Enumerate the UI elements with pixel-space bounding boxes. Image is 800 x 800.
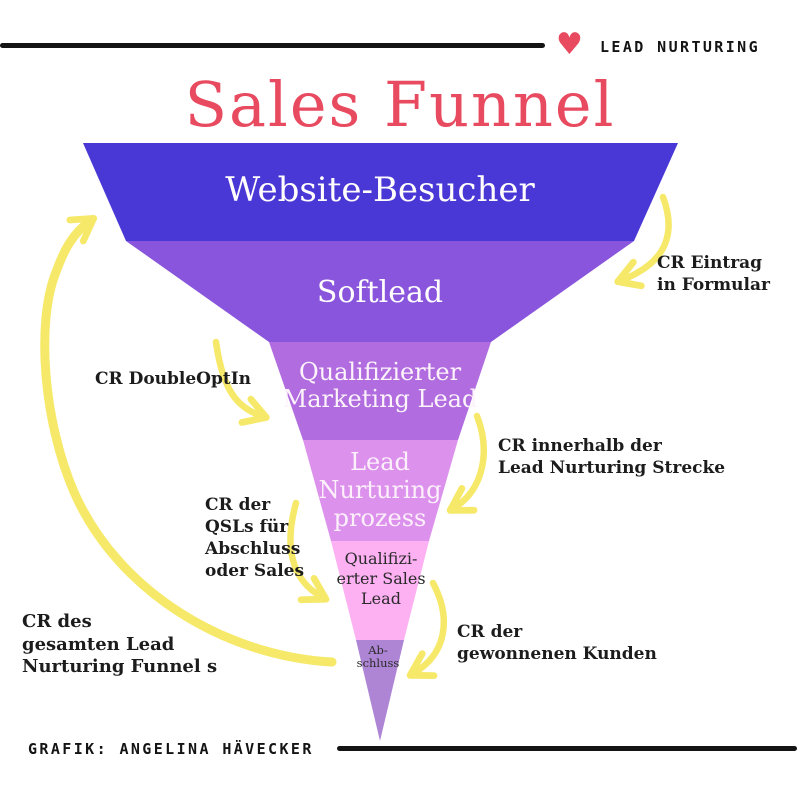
- arrow-kunden: [406, 579, 448, 680]
- brand-label: LEAD NURTURING: [600, 38, 761, 56]
- funnel-layer-abschluss: [356, 640, 404, 741]
- credit-label: GRAFIK: ANGELINA HÄVECKER: [28, 740, 314, 758]
- funnel-label-qualifizierter-marketing-lead: Qualifizierter Marketing Lead: [282, 358, 478, 413]
- heart-icon: ♥: [556, 27, 583, 62]
- annotation-cr-eintrag: CR Eintrag in Formular: [657, 253, 770, 295]
- annotation-cr-qsl: CR der QSLs für Abschluss oder Sales: [205, 495, 305, 581]
- annotation-cr-gesamt: CR des gesamten Lead Nurturing Funnel s: [22, 611, 218, 677]
- funnel-label-abschluss: Ab- schluss: [356, 643, 400, 670]
- funnel-layer-qualifizierter-marketing-lead: [269, 342, 491, 440]
- annotation-cr-kunden: CR der gewonnenen Kunden: [457, 622, 657, 664]
- arrow-eintrag: [614, 193, 672, 290]
- funnel-layer-lead-nurturing-prozess: [303, 440, 458, 541]
- funnel-label-qualifizierter-sales-lead: Qualifizi- erter Sales Lead: [336, 549, 426, 608]
- funnel-layer-softlead: [126, 241, 634, 342]
- arrow-double-optin: [212, 338, 270, 426]
- funnel-label-softlead: Softlead: [316, 275, 444, 310]
- arrow-innerhalb: [446, 412, 487, 514]
- funnel-layer-website-besucher: [83, 143, 678, 241]
- arrow-gesamt-loop: [40, 214, 337, 667]
- annotation-cr-double-optin: CR DoubleOptIn: [95, 369, 252, 389]
- footer-rule: [337, 746, 797, 751]
- funnel-layer-qualifizierter-sales-lead: [331, 541, 429, 640]
- arrow-qsl: [287, 499, 330, 604]
- annotation-cr-innerhalb: CR innerhalb der Lead Nurturing Strecke: [498, 436, 726, 478]
- funnel-label-website-besucher: Website-Besucher: [225, 170, 535, 210]
- page-title: Sales Funnel: [184, 68, 616, 141]
- funnel-label-lead-nurturing-prozess: Lead Nurturing prozess: [318, 448, 442, 532]
- header-rule: [0, 43, 545, 48]
